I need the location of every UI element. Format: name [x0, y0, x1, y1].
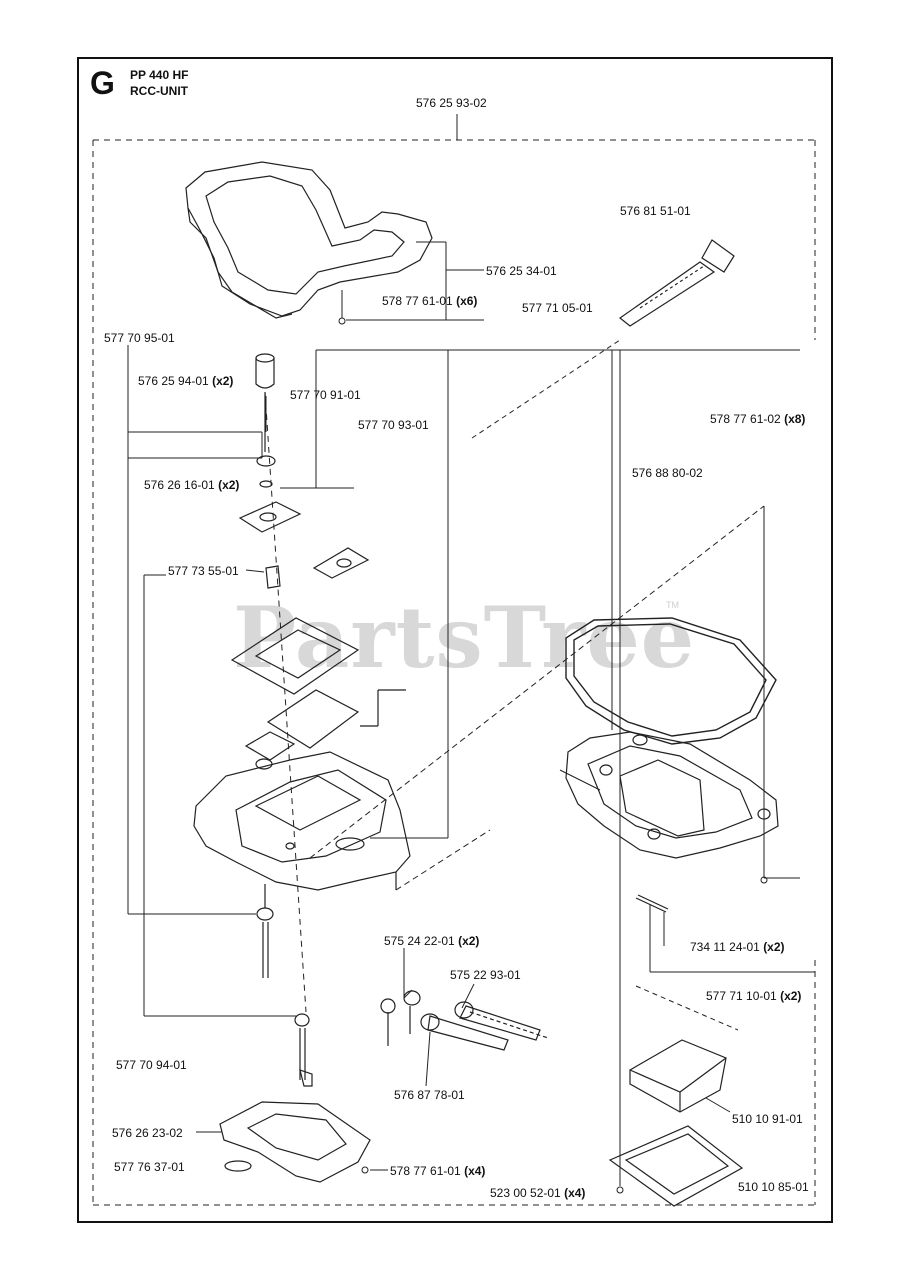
part-label-577-76-37-01: 577 76 37-01 [114, 1160, 185, 1174]
button-part [265, 565, 281, 589]
housing-lower-part [565, 731, 779, 859]
watermark-tm: TM [666, 600, 679, 610]
part-label-576-26-16-01-x2: 576 26 16-01 (x2) [144, 478, 240, 492]
part-label-576-25-34-01: 576 25 34-01 [486, 264, 557, 278]
cable-harness-left [256, 884, 274, 978]
knob-part [255, 353, 276, 488]
bottom-cover-right-part [608, 1125, 744, 1207]
display-sheet-part [230, 617, 406, 761]
part-label-576-88-80-02: 576 88 80-02 [632, 466, 703, 480]
part-label-577-71-05-01: 577 71 05-01 [522, 301, 593, 315]
top-cover-part [185, 161, 433, 319]
part-label-510-10-91-01: 510 10 91-01 [732, 1112, 803, 1126]
part-label-577-70-94-01: 577 70 94-01 [116, 1058, 187, 1072]
gasket-part [238, 501, 302, 533]
screw-right-bottom [616, 1186, 624, 1194]
screw-top [338, 290, 346, 325]
part-label-578-77-61-01-x4: 578 77 61-01 (x4) [390, 1164, 486, 1178]
unit-name: RCC-UNIT [130, 84, 188, 98]
part-label-576-26-23-02: 576 26 23-02 [112, 1126, 183, 1140]
terminal-parts [380, 990, 549, 1051]
battery-box-part [629, 1039, 727, 1113]
housing-upper-part [193, 751, 411, 891]
section-letter: G [90, 65, 115, 101]
part-label-576-87-78-01: 576 87 78-01 [394, 1088, 465, 1102]
pin-part [635, 894, 669, 913]
part-label-523-00-52-01-x4: 523 00 52-01 (x4) [490, 1186, 586, 1200]
screw-bottom [361, 1166, 369, 1174]
diagram-frame [77, 57, 833, 1223]
cable-connector-part [618, 239, 735, 327]
part-label-577-70-91-01: 577 70 91-01 [290, 388, 361, 402]
model-name: PP 440 HF [130, 68, 189, 82]
leader-lines [127, 114, 815, 1186]
bottom-plate-part [219, 1101, 371, 1183]
part-label-577-70-93-01: 577 70 93-01 [358, 418, 429, 432]
part-label-575-22-93-01: 575 22 93-01 [450, 968, 521, 982]
part-label-575-24-22-01-x2: 575 24 22-01 (x2) [384, 934, 480, 948]
part-label-578-77-61-02-x8: 578 77 61-02 (x8) [710, 412, 806, 426]
part-label-576-25-93-02: 576 25 93-02 [416, 96, 487, 110]
part-label-577-73-55-01: 577 73 55-01 [168, 564, 239, 578]
part-label-577-71-10-01-x2: 577 71 10-01 (x2) [706, 989, 802, 1003]
part-label-576-25-94-01-x2: 576 25 94-01 (x2) [138, 374, 234, 388]
part-label-578-77-61-01-x6: 578 77 61-01 (x6) [382, 294, 478, 308]
part-label-510-10-85-01: 510 10 85-01 [738, 1180, 809, 1194]
part-label-576-81-51-01: 576 81 51-01 [620, 204, 691, 218]
seal-ring-part [565, 617, 777, 745]
part-label-577-70-95-01: 577 70 95-01 [104, 331, 175, 345]
assembly-boundary [92, 139, 816, 1206]
part-label-734-11-24-01-x2: 734 11 24-01 (x2) [690, 940, 785, 954]
cable-harness-lower [294, 1013, 313, 1087]
label-plate-part [312, 547, 370, 579]
